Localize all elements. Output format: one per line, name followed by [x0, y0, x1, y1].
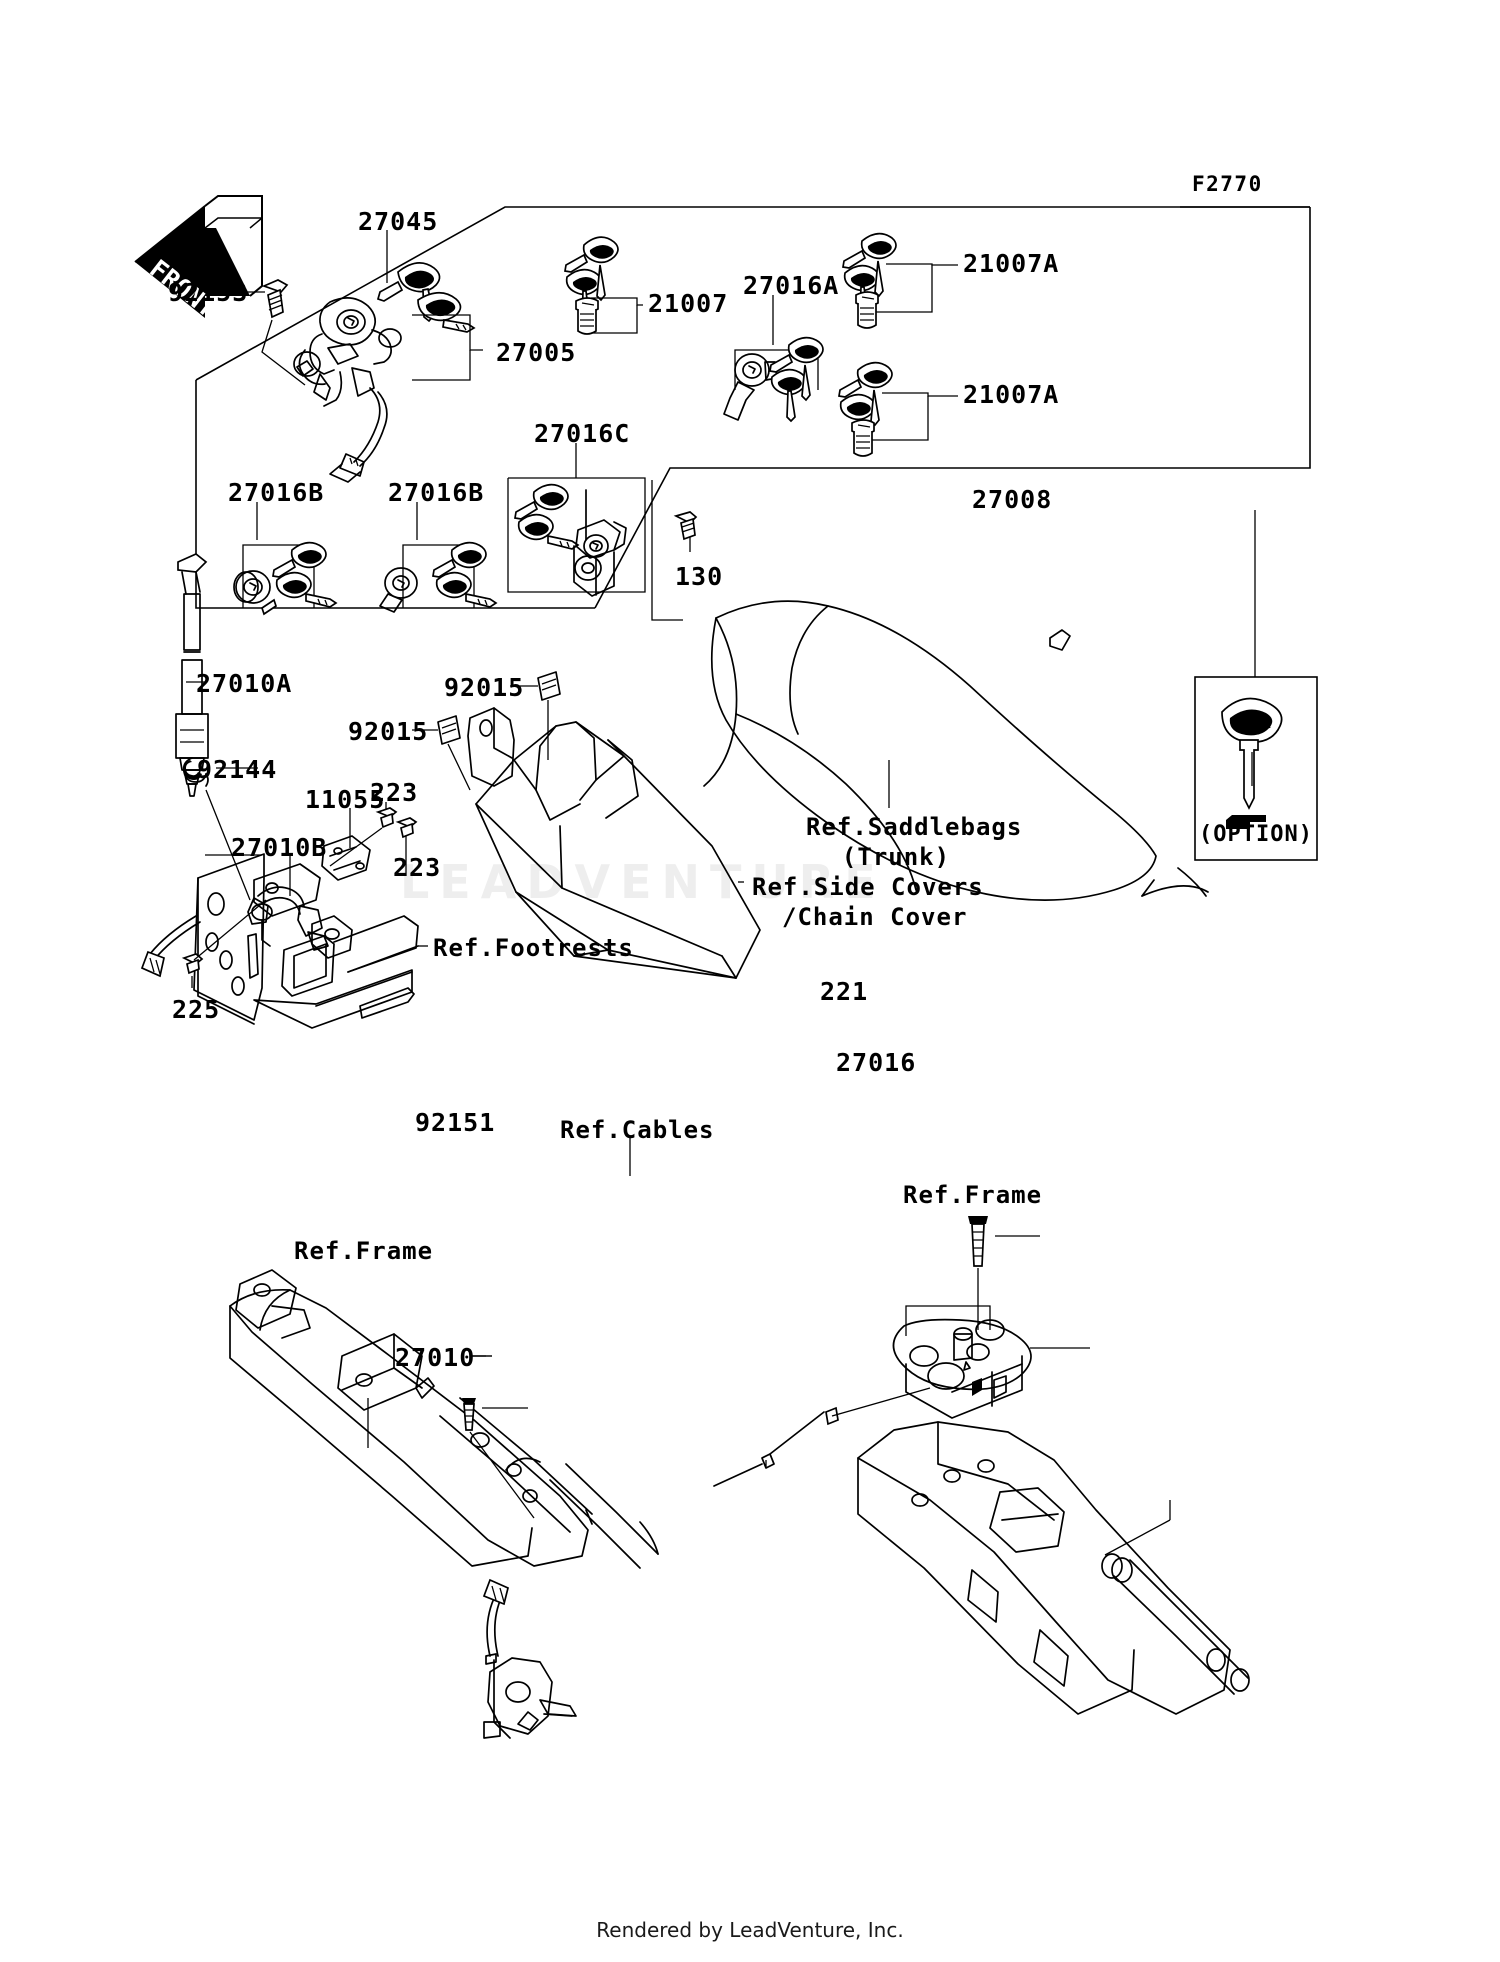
ref-saddlebag-trunk: [703, 600, 1209, 901]
part-27016A-seat-lock: [723, 336, 824, 423]
ref-label-saddlebags-line1[interactable]: Ref.Saddlebags: [806, 813, 1023, 841]
part-label-225[interactable]: 225: [172, 995, 221, 1024]
part-21007A-top-set: [842, 232, 897, 329]
part-label-27010B[interactable]: 27010B: [231, 833, 328, 862]
part-label-11055[interactable]: 11055: [305, 785, 386, 814]
part-92144-spring: [182, 757, 209, 787]
part-label-92015-2[interactable]: 92015: [348, 717, 429, 746]
part-label-21007A-bottom[interactable]: 21007A: [963, 380, 1060, 409]
part-223-screw-2: [395, 817, 418, 839]
part-225-screw: [181, 953, 204, 975]
option-note-label: (OPTION): [1199, 822, 1313, 847]
ref-label-footrests[interactable]: Ref.Footrests: [433, 934, 634, 962]
part-92153-screw: [261, 279, 289, 319]
part-27045-key-pair: [376, 262, 476, 333]
part-label-21007[interactable]: 21007: [648, 289, 729, 318]
part-27016-seat-latch: [892, 1318, 1032, 1419]
part-label-130[interactable]: 130: [675, 562, 724, 591]
part-92151-bolt: [462, 1398, 476, 1431]
part-221-screw: [968, 1216, 988, 1267]
part-27016C-lock-body: [573, 489, 627, 597]
ref-cable-end: [713, 1406, 839, 1487]
part-92015-clamp-2: [437, 715, 461, 745]
ref-label-cables[interactable]: Ref.Cables: [560, 1116, 715, 1144]
part-27016B-lock-1: [233, 541, 338, 616]
ref-frame-left: [229, 1269, 659, 1569]
part-label-21007A-top[interactable]: 21007A: [963, 249, 1060, 278]
part-label-27008[interactable]: 27008: [972, 485, 1053, 514]
part-27005-ignition-switch: [293, 297, 402, 483]
part-label-27016B-2[interactable]: 27016B: [388, 478, 485, 507]
ref-label-side-covers-line1[interactable]: Ref.Side Covers: [752, 873, 984, 901]
part-label-27045[interactable]: 27045: [358, 207, 439, 236]
part-label-92015-1[interactable]: 92015: [444, 673, 525, 702]
footer-credit: Rendered by LeadVenture, Inc.: [596, 1918, 904, 1942]
part-label-223-1[interactable]: 223: [370, 778, 419, 807]
part-label-27016B-1[interactable]: 27016B: [228, 478, 325, 507]
ref-label-saddlebags-line2: (Trunk): [841, 843, 951, 871]
part-label-223-2[interactable]: 223: [393, 853, 442, 882]
part-27010A-switch: [175, 553, 209, 797]
part-27016B-lock-2: [379, 541, 498, 613]
part-21007A-bottom-set: [838, 361, 893, 457]
part-92015-clamp-1: [537, 671, 561, 701]
part-27016C-lock-key: [514, 483, 580, 550]
part-label-92144[interactable]: 92144: [197, 755, 278, 784]
part-label-27010A[interactable]: 27010A: [196, 669, 293, 698]
diagram-code: F2770: [1192, 172, 1263, 196]
part-label-27016[interactable]: 27016: [836, 1048, 917, 1077]
part-label-27016A[interactable]: 27016A: [743, 271, 840, 300]
ref-label-side-covers-line2: /Chain Cover: [782, 903, 968, 931]
ref-label-frame-left[interactable]: Ref.Frame: [294, 1237, 434, 1265]
part-label-92153[interactable]: 92153: [168, 278, 249, 307]
part-21007-key-set: [564, 236, 619, 335]
part-11055-bracket: [321, 835, 371, 881]
watermark-text: LEADVENTURE: [400, 855, 886, 909]
ref-label-frame-right[interactable]: Ref.Frame: [903, 1181, 1043, 1209]
part-label-27010[interactable]: 27010: [395, 1343, 476, 1372]
ref-side-cover: [467, 707, 761, 979]
part-label-27016C[interactable]: 27016C: [534, 419, 631, 448]
ref-frame-right: [857, 1421, 1250, 1715]
part-130-screw: [673, 511, 698, 541]
ref-footrest-bracket: [140, 853, 419, 1029]
part-label-221[interactable]: 221: [820, 977, 869, 1006]
part-27008-key-blank: [1221, 697, 1283, 829]
part-223-screw-1: [375, 807, 398, 829]
part-27010-neutral-switch: [482, 1578, 577, 1739]
part-label-92151[interactable]: 92151: [415, 1108, 496, 1137]
part-label-27005[interactable]: 27005: [496, 338, 577, 367]
